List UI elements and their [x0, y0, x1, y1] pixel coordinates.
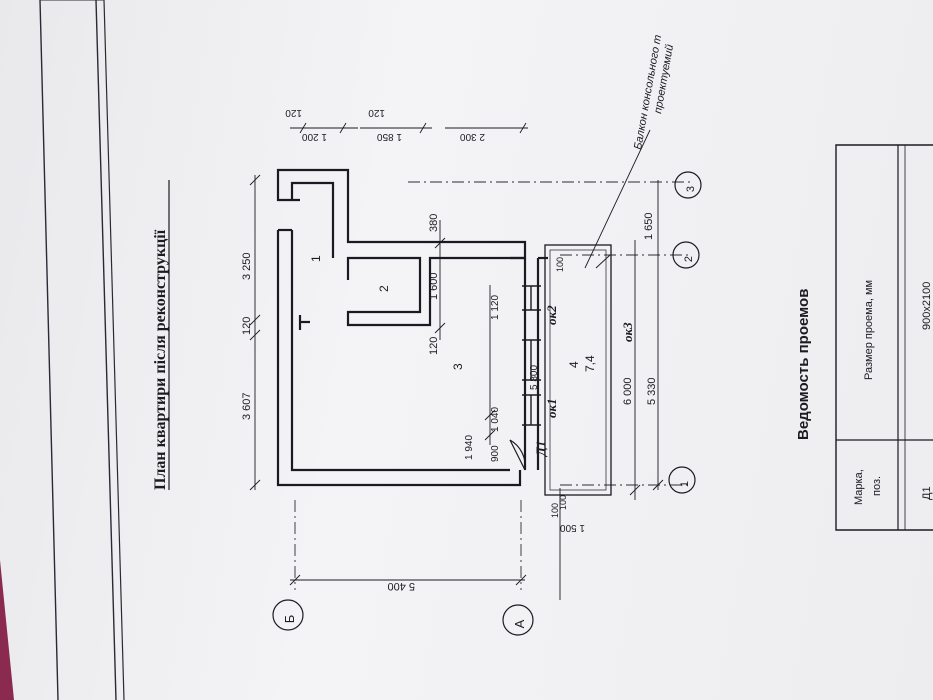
door-d1	[509, 439, 526, 471]
dim-1600: 1 600	[428, 272, 440, 300]
opening-ok2: ок2	[544, 305, 559, 325]
dim-2300: 2 300	[460, 131, 485, 142]
dim-380: 380	[428, 214, 440, 232]
dim-right-120b: 120	[368, 107, 385, 118]
room-label-4: 4	[567, 361, 581, 368]
dim-right-120a: 120	[285, 107, 302, 118]
opening-ok1: ок1	[544, 398, 559, 418]
axis-label-3: 3	[685, 186, 697, 192]
axis-bubble-b	[272, 599, 304, 631]
axis-bubble-3	[674, 171, 702, 199]
plan-title: План квартири після реконструкції	[152, 229, 169, 490]
axis-label-1: 1	[679, 481, 691, 487]
dim-5800: 5 800	[529, 365, 540, 390]
dim-1850: 1 850	[377, 131, 402, 142]
windows	[522, 285, 541, 426]
walls	[276, 168, 548, 487]
dim-1040: 1 040	[490, 407, 501, 432]
dim-1940: 1 940	[464, 435, 475, 460]
axis-label-2: 2	[683, 256, 695, 262]
room-label-2: 2	[377, 285, 391, 292]
dim-1650: 1 650	[643, 212, 655, 240]
dim-5330: 5 330	[646, 377, 658, 405]
dim-3607: 3 607	[241, 392, 253, 420]
room-label-3: 3	[451, 363, 465, 370]
dim-100-left-b: 100	[550, 503, 560, 518]
opening-ok3: ок3	[620, 322, 635, 342]
col-mark-line2: поз.	[871, 476, 883, 496]
axis-label-a: А	[512, 619, 527, 628]
room-label-1: 1	[309, 255, 323, 262]
dim-mid-120: 120	[428, 337, 440, 355]
axis-bubble-2	[672, 241, 700, 269]
dim-100-left-a: 100	[558, 495, 568, 510]
opening-d1: Д1	[533, 441, 548, 457]
sheet-frame	[39, 0, 125, 700]
axis-bubble-1	[668, 466, 696, 494]
row1-size: 900х2100	[921, 282, 933, 330]
dim-5400: 5 400	[387, 580, 415, 592]
room-area-7-4: 7,4	[583, 355, 597, 372]
openings-table-title: Ведомость проемов	[795, 289, 812, 440]
row1-mark: Д1	[921, 486, 933, 500]
axis-bubbles	[272, 171, 702, 636]
plan-title-group: План квартири після реконструкції	[152, 180, 170, 490]
dim-900: 900	[490, 445, 501, 462]
openings-table: Марка, поз. Размер проема, мм Д1 900х210…	[835, 144, 933, 531]
dim-3250: 3 250	[241, 252, 253, 280]
dim-1500: 1 500	[560, 522, 585, 533]
axis-label-b: Б	[282, 615, 297, 624]
dim-1120: 1 120	[490, 295, 501, 320]
dim-1200: 1 200	[302, 131, 327, 142]
dim-top-120: 120	[241, 317, 253, 335]
col-mark-line1: Марка,	[853, 469, 865, 505]
dim-6000: 6 000	[622, 377, 634, 405]
dim-100-balcony: 100	[555, 257, 565, 272]
balcony	[544, 129, 651, 496]
col-size-header: Размер проема, мм	[863, 280, 875, 380]
dimension-lines	[249, 122, 664, 600]
axis-lines	[294, 181, 690, 590]
axis-bubble-a	[502, 604, 534, 636]
